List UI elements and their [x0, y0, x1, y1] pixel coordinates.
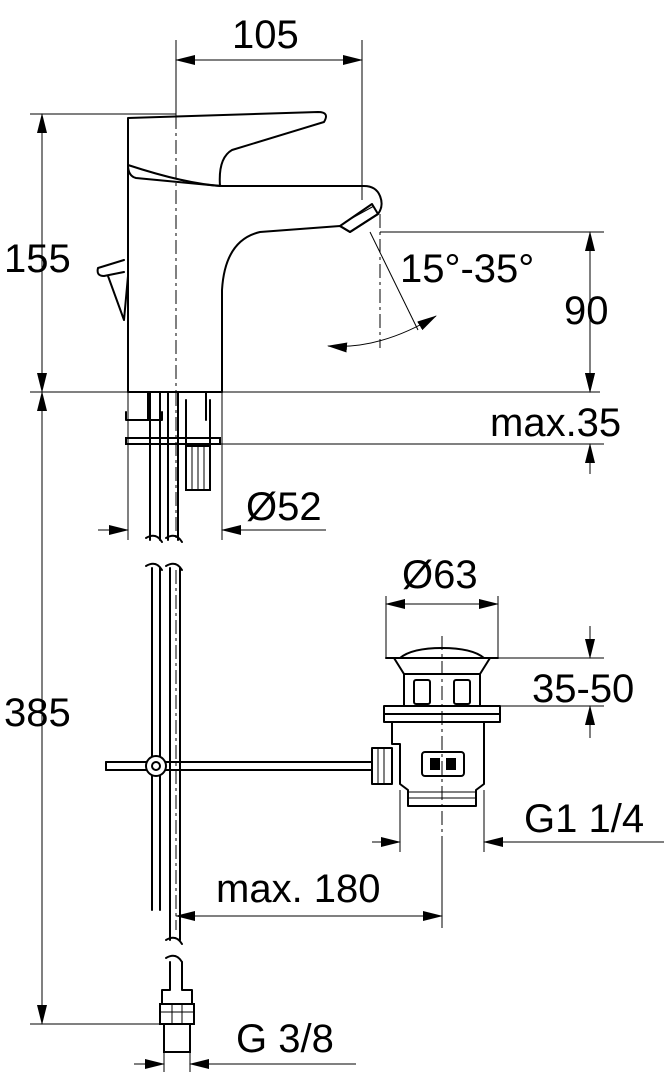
dimension-labels: 105 155 15°-35° 90 max.35 Ø52 Ø63 35-50 …: [4, 13, 644, 1061]
waste-diameter-label: Ø63: [402, 553, 478, 597]
pull-rod: [105, 755, 373, 777]
pop-up-waste: [371, 647, 501, 807]
hose-length-label: 385: [4, 691, 71, 735]
spout-reach-label: 105: [232, 13, 299, 57]
faucet-body: [96, 111, 383, 491]
height-total-label: 155: [4, 237, 71, 281]
waste-thread-label: G1 1/4: [524, 797, 644, 841]
max-deck-thickness-label: max.35: [490, 401, 621, 445]
supply-connector: [161, 961, 193, 1005]
base-diameter-label: Ø52: [246, 485, 322, 529]
waste-range-label: 35-50: [532, 667, 634, 711]
spout-angle-label: 15°-35°: [400, 247, 534, 291]
spout-body: [127, 164, 383, 393]
supply-hoses: [145, 391, 195, 1053]
popup-rod-knob: [96, 259, 129, 321]
aerator: [339, 203, 379, 233]
supply-thread-label: G 3/8: [236, 1017, 334, 1061]
spout-height-label: 90: [564, 289, 609, 333]
dimension-lines: [30, 40, 664, 1072]
pull-rod-length-label: max. 180: [216, 867, 381, 911]
lever-handle: [127, 111, 327, 187]
